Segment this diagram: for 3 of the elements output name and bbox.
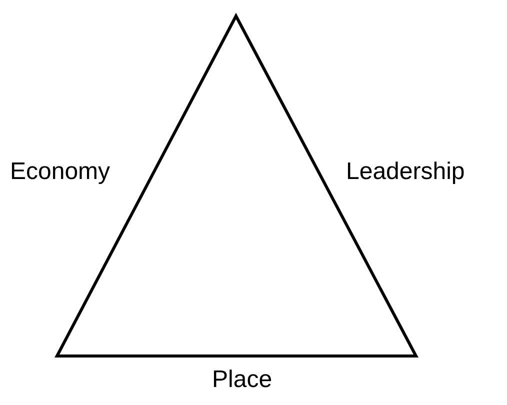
side-label: Economy [10,158,110,186]
side-label: Leadership [346,158,465,186]
side-label: Place [212,366,272,394]
